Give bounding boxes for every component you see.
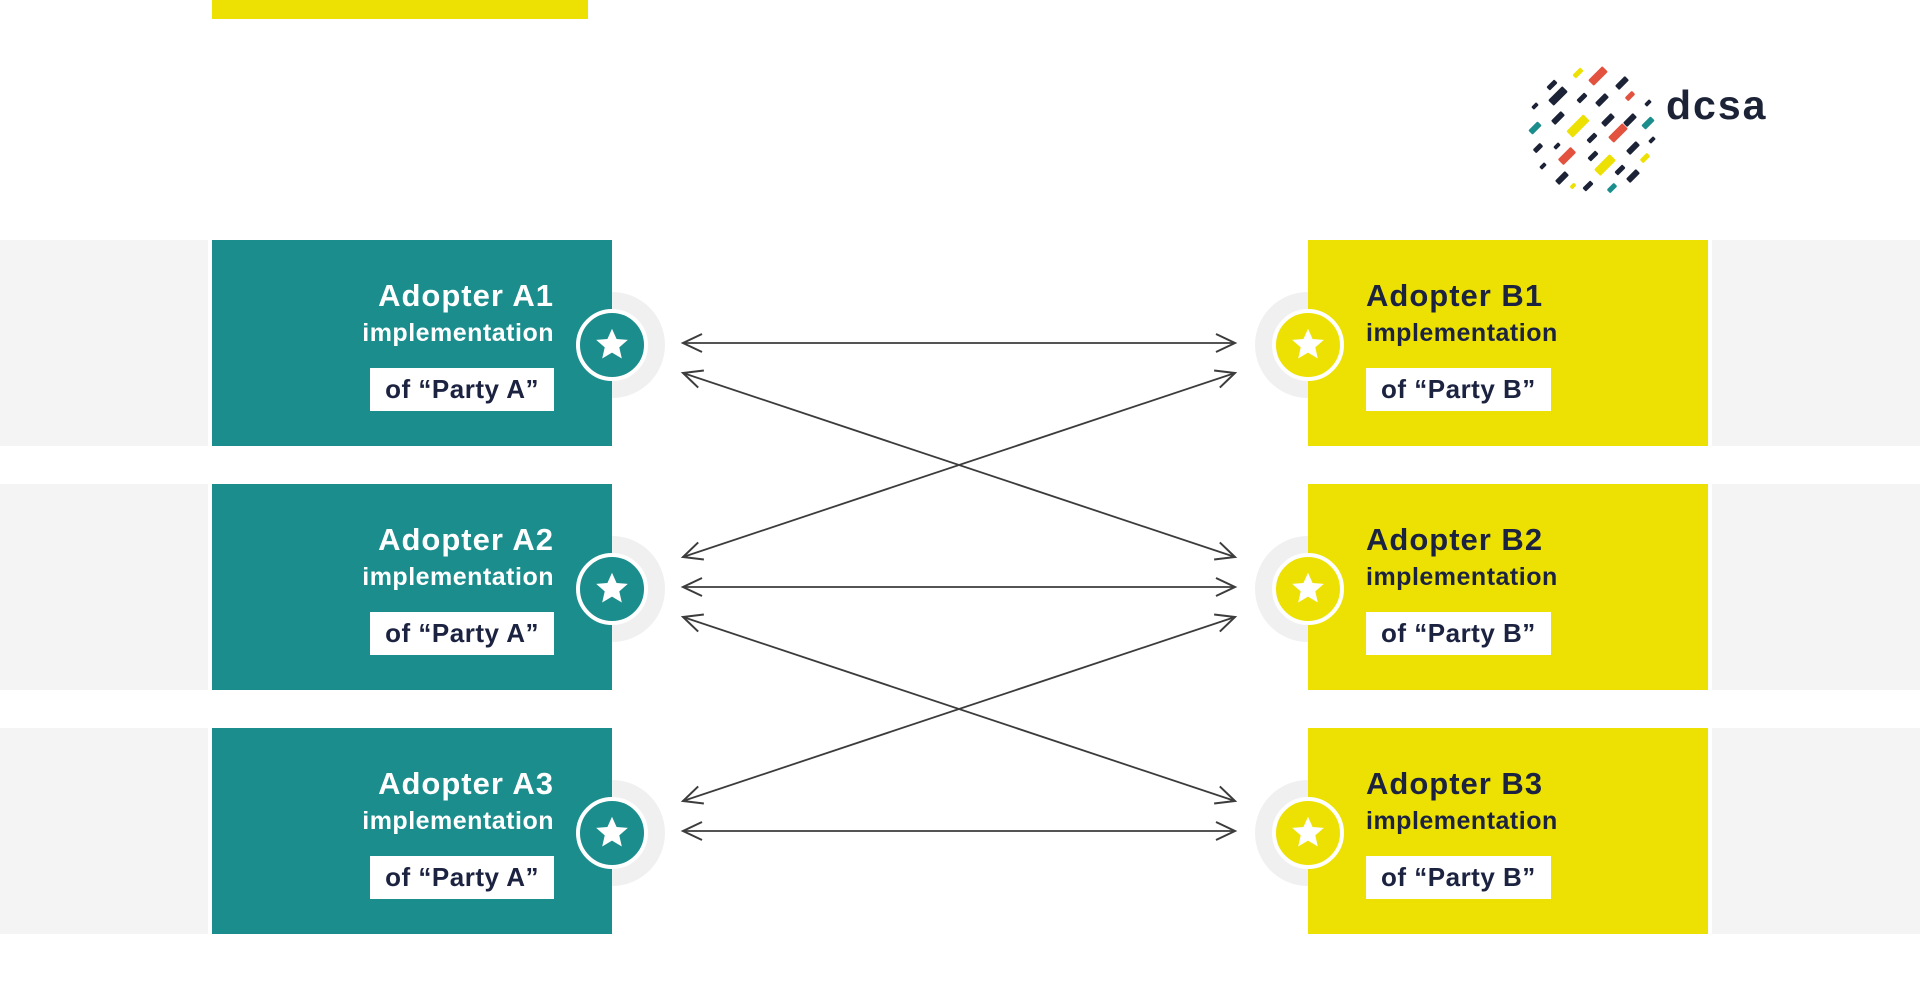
adopter-a1-title: Adopter A1 [378,278,554,313]
adopter-b3-subtitle: implementation [1366,807,1558,835]
logo-dash [1640,153,1650,163]
logo-dash [1531,102,1539,110]
adopter-b1-subtitle: implementation [1366,319,1558,347]
logo-dash [1608,123,1628,143]
star-badge-a1 [576,309,648,381]
logo-dash [1569,182,1577,190]
logo-dash [1641,116,1655,130]
row-2: Adopter A2 implementation of “Party A” A… [0,484,1920,690]
logo-dash [1588,66,1608,86]
logo-dash [1623,113,1637,127]
star-badge-a3 [576,797,648,869]
row-1: Adopter A1 implementation of “Party A” A… [0,240,1920,446]
logo-dash [1607,183,1617,193]
row1-band-right [1712,240,1920,446]
logo-dash [1587,150,1599,162]
logo-dash [1548,86,1568,106]
adopter-b1-title: Adopter B1 [1366,278,1544,313]
dcsa-logo: dcsa [1520,58,1920,218]
logo-dash [1553,142,1561,150]
adopter-b3-party-label: of “Party B” [1366,856,1551,899]
logo-dash [1551,111,1565,125]
row3-band-left [0,728,208,934]
adopter-b1-party-label: of “Party B” [1366,368,1551,411]
logo-dash [1566,114,1590,138]
logo-dash [1648,136,1656,144]
star-badge-b1 [1272,309,1344,381]
logo-dash [1644,99,1652,107]
logo-dash [1595,93,1609,107]
row1-band-left [0,240,208,446]
logo-dash [1586,132,1598,144]
star-badge-b2 [1272,553,1344,625]
logo-dash [1546,79,1558,91]
top-accent-bar [212,0,588,19]
adopter-b1-box: Adopter B1 implementation of “Party B” [1308,240,1708,446]
adopter-a3-party-label: of “Party A” [370,856,554,899]
dcsa-logo-text: dcsa [1666,82,1768,128]
logo-dash [1528,121,1542,135]
logo-dash [1539,162,1547,170]
star-badge-a2 [576,553,648,625]
adopter-a3-box: Adopter A3 implementation of “Party A” [212,728,612,934]
row2-band-left [0,484,208,690]
row3-band-right [1712,728,1920,934]
star-icon [596,816,628,847]
adopter-a2-party-label: of “Party A” [370,612,554,655]
star-icon [1292,816,1324,847]
star-icon [1292,572,1324,603]
adopter-a3-title: Adopter A3 [378,766,554,801]
logo-dash [1576,92,1588,104]
adopter-b2-party-label: of “Party B” [1366,612,1551,655]
logo-dash [1614,164,1626,176]
logo-dash [1626,141,1640,155]
star-icon [596,328,628,359]
logo-dash [1615,76,1629,90]
star-icon [1292,328,1324,359]
adopter-b2-title: Adopter B2 [1366,522,1544,557]
adopter-a1-box: Adopter A1 implementation of “Party A” [212,240,612,446]
adopter-b3-title: Adopter B3 [1366,766,1544,801]
row-3: Adopter A3 implementation of “Party A” A… [0,728,1920,934]
logo-dash [1601,113,1615,127]
adopter-a3-subtitle: implementation [362,807,554,835]
adopter-a2-box: Adopter A2 implementation of “Party A” [212,484,612,690]
row2-band-right [1712,484,1920,690]
adopter-a2-title: Adopter A2 [378,522,554,557]
logo-dash [1582,180,1594,192]
logo-dash [1558,147,1576,165]
logo-dash [1625,91,1635,101]
logo-dash [1626,169,1640,183]
adopter-b3-box: Adopter B3 implementation of “Party B” [1308,728,1708,934]
adopter-b2-box: Adopter B2 implementation of “Party B” [1308,484,1708,690]
adopter-b2-subtitle: implementation [1366,563,1558,591]
star-icon [596,572,628,603]
adopter-a1-party-label: of “Party A” [370,368,554,411]
adopter-a2-subtitle: implementation [362,563,554,591]
star-badge-b3 [1272,797,1344,869]
logo-dash [1572,67,1584,79]
logo-dash [1594,154,1616,176]
logo-dash [1533,143,1543,153]
logo-dash [1555,171,1569,185]
dcsa-dashes-logo-icon [1528,66,1656,193]
adopter-a1-subtitle: implementation [362,319,554,347]
